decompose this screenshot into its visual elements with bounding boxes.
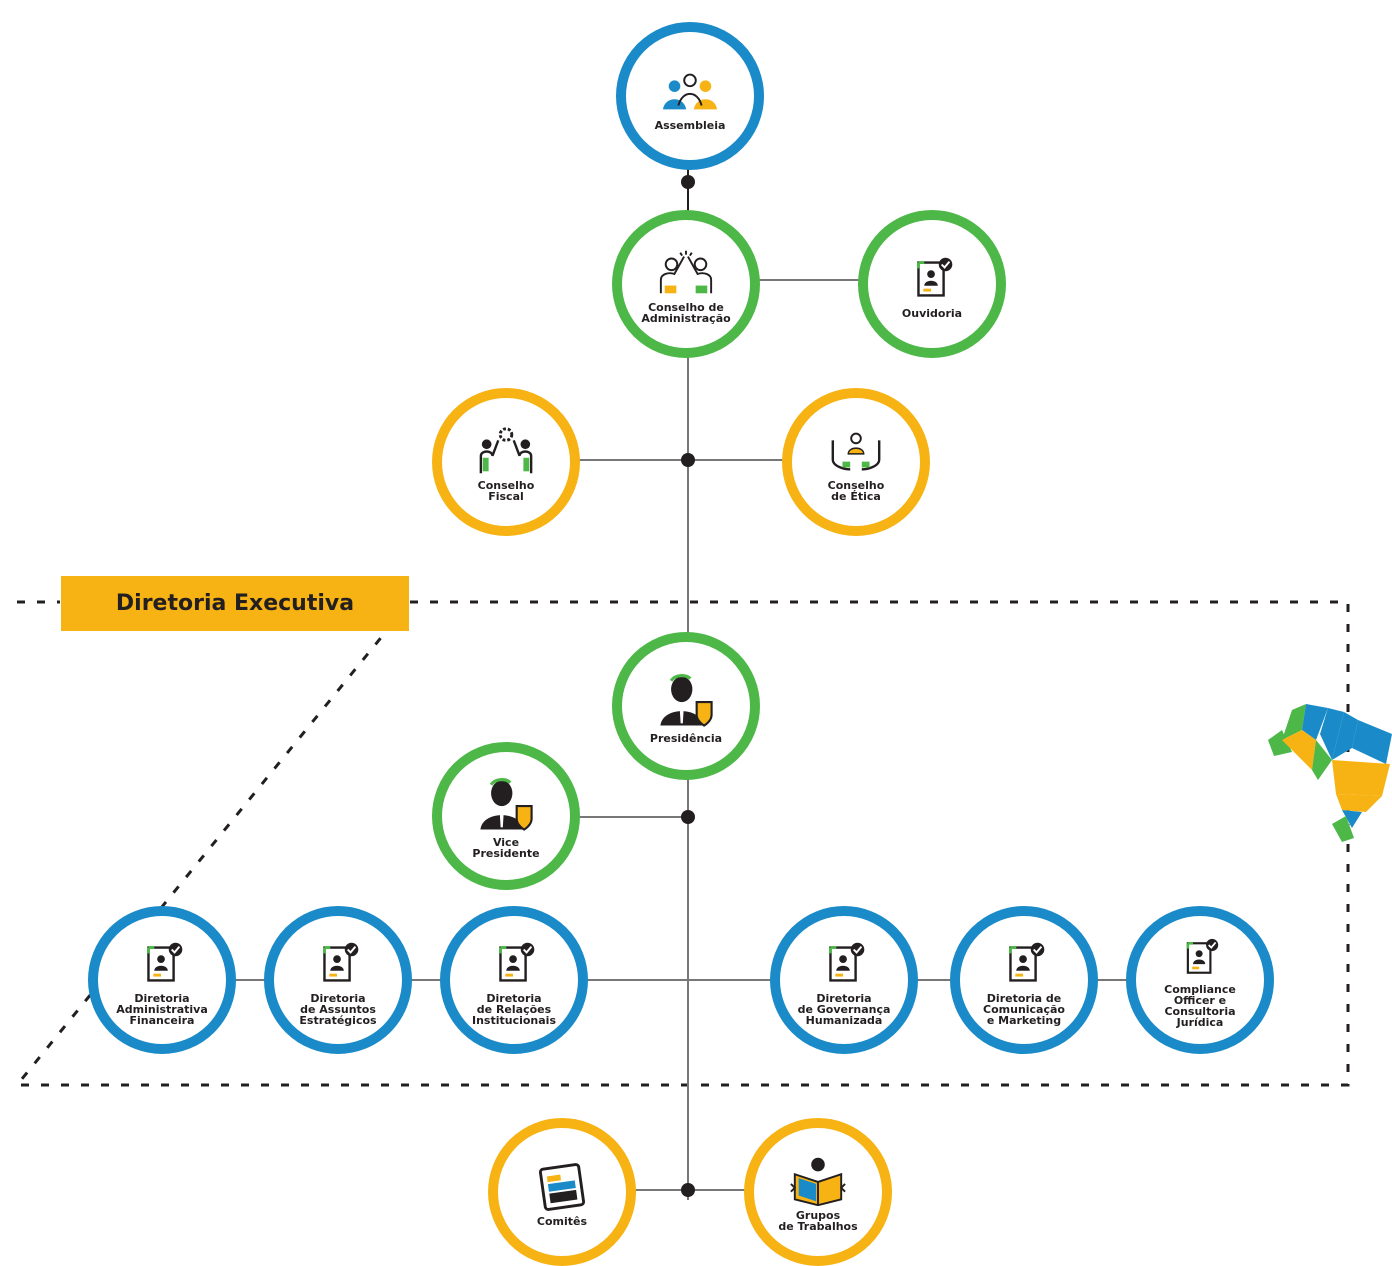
document-check-icon	[1009, 942, 1045, 982]
executive-shield-icon	[660, 673, 713, 727]
node-dir-adm-financeira[interactable]: Diretoria Administrativa Financeira	[88, 906, 236, 1054]
node-label: Comitês	[536, 1214, 588, 1228]
document-check-icon	[1186, 938, 1219, 974]
node-assembleia[interactable]: Assembleia	[616, 22, 764, 170]
junction-dot	[681, 453, 695, 467]
node-label: Compliance Officer e Consultoria Jurídic…	[1164, 983, 1236, 1029]
node-dir-comunicacao-marketing[interactable]: Diretoria de Comunicação e Marketing	[950, 906, 1098, 1054]
node-label: Conselho de Ética	[827, 479, 885, 503]
executive-shield-icon	[480, 778, 533, 831]
node-label: Conselho de Administração	[641, 301, 731, 325]
section-label-diretoria-executiva: Diretoria Executiva	[61, 576, 409, 631]
node-conselho-fiscal[interactable]: Conselho Fiscal	[432, 388, 580, 536]
node-comites[interactable]: Comitês	[488, 1118, 636, 1266]
node-dir-relacoes-institucionais[interactable]: Diretoria de Relações Institucionais	[440, 906, 588, 1054]
junction-dot	[681, 810, 695, 824]
node-grupos-trabalhos[interactable]: Grupos de Trabalhos	[744, 1118, 892, 1266]
node-label: Vice Presidente	[472, 836, 540, 860]
junction-dot	[681, 1183, 695, 1197]
junction-dot	[681, 175, 695, 189]
node-dir-governanca-humanizada[interactable]: Diretoria de Governança Humanizada	[770, 906, 918, 1054]
node-label: Assembleia	[654, 118, 726, 132]
document-check-icon	[323, 942, 359, 982]
hands-person-icon	[831, 432, 881, 471]
node-label: Diretoria Administrativa Financeira	[116, 991, 208, 1027]
team-gear-icon	[479, 427, 533, 474]
node-vice-presidente[interactable]: Vice Presidente	[432, 742, 580, 890]
node-label: Presidência	[649, 731, 723, 745]
node-presidencia[interactable]: Presidência	[612, 632, 760, 780]
node-ouvidoria[interactable]: Ouvidoria	[858, 210, 1006, 358]
node-conselho-administracao[interactable]: Conselho de Administração	[612, 210, 760, 358]
node-label: Diretoria de Assuntos Estratégicos	[299, 991, 377, 1027]
high-five-icon	[659, 250, 713, 294]
node-label: Ouvidoria	[901, 306, 963, 320]
reader-book-icon	[790, 1157, 846, 1206]
board-panel-icon	[538, 1162, 586, 1211]
node-label: Grupos de Trabalhos	[778, 1209, 858, 1233]
node-label: Diretoria de Governança Humanizada	[797, 991, 891, 1027]
document-check-icon	[147, 942, 183, 982]
node-label: Diretoria de Relações Institucionais	[471, 991, 556, 1027]
document-check-icon	[917, 257, 953, 297]
document-check-icon	[499, 942, 535, 982]
brazil-map-logo	[1268, 704, 1392, 842]
node-label: Conselho Fiscal	[477, 479, 535, 503]
document-check-icon	[829, 942, 865, 982]
executive-boundary	[13, 600, 1350, 1087]
node-conselho-etica[interactable]: Conselho de Ética	[782, 388, 930, 536]
node-dir-assuntos-estrategicos[interactable]: Diretoria de Assuntos Estratégicos	[264, 906, 412, 1054]
node-compliance[interactable]: Compliance Officer e Consultoria Jurídic…	[1126, 906, 1274, 1054]
node-label: Diretoria de Comunicação e Marketing	[983, 991, 1065, 1027]
people-group-icon	[662, 73, 718, 109]
